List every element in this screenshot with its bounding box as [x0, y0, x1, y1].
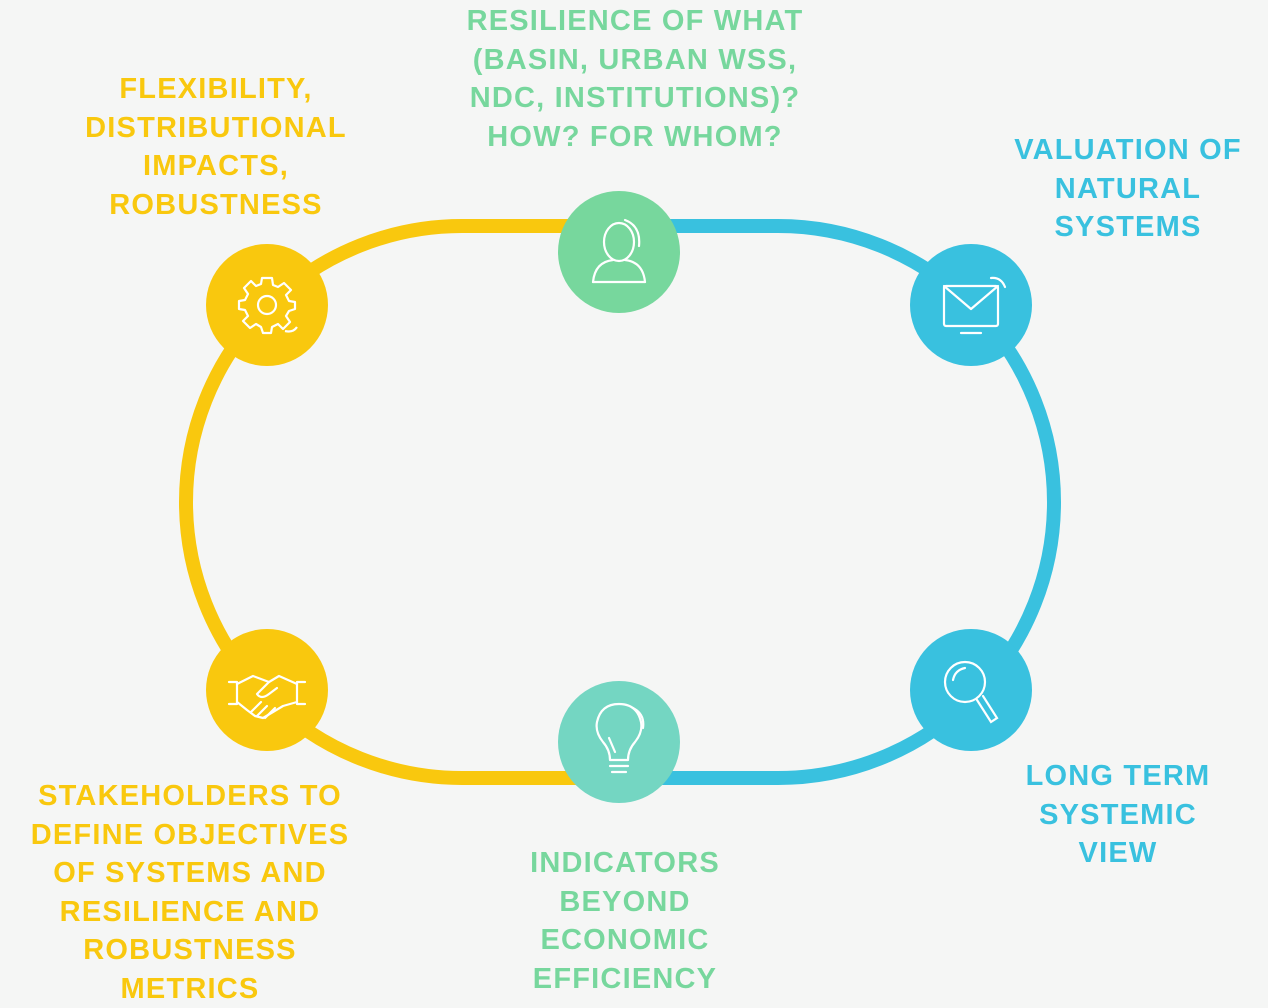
- label-line: (BASIN, URBAN WSS,: [420, 41, 850, 80]
- label-line: ROBUSTNESS: [48, 186, 384, 225]
- label-line: FLEXIBILITY,: [48, 70, 384, 109]
- node-indicators: [558, 681, 680, 803]
- label-line: VIEW: [998, 834, 1238, 873]
- label-line: SYSTEMIC: [998, 796, 1238, 835]
- label-flexibility: FLEXIBILITY, DISTRIBUTIONAL IMPACTS, ROB…: [48, 70, 384, 224]
- label-line: DISTRIBUTIONAL: [48, 109, 384, 148]
- label-line: METRICS: [6, 970, 374, 1008]
- label-line: ROBUSTNESS: [6, 931, 374, 970]
- label-line: BEYOND: [494, 883, 756, 922]
- label-line: LONG TERM: [998, 757, 1238, 796]
- node-resilience: [558, 191, 680, 313]
- label-line: RESILIENCE OF WHAT: [420, 2, 850, 41]
- node-flexibility: [206, 244, 328, 366]
- label-line: STAKEHOLDERS TO: [6, 777, 374, 816]
- label-line: NATURAL: [996, 170, 1260, 209]
- label-valuation: VALUATION OF NATURAL SYSTEMS: [996, 131, 1260, 247]
- node-long-term: [910, 629, 1032, 751]
- label-line: DEFINE OBJECTIVES: [6, 816, 374, 855]
- label-line: SYSTEMS: [996, 208, 1260, 247]
- label-line: IMPACTS,: [48, 147, 384, 186]
- label-long-term: LONG TERM SYSTEMIC VIEW: [998, 757, 1238, 873]
- label-line: RESILIENCE AND: [6, 893, 374, 932]
- node-valuation: [910, 244, 1032, 366]
- label-line: INDICATORS: [494, 844, 756, 883]
- label-line: ECONOMIC: [494, 921, 756, 960]
- label-stakeholders: STAKEHOLDERS TO DEFINE OBJECTIVES OF SYS…: [6, 777, 374, 1008]
- label-line: OF SYSTEMS AND: [6, 854, 374, 893]
- label-line: NDC, INSTITUTIONS)?: [420, 79, 850, 118]
- label-line: VALUATION OF: [996, 131, 1260, 170]
- label-resilience: RESILIENCE OF WHAT (BASIN, URBAN WSS, ND…: [420, 2, 850, 156]
- label-indicators: INDICATORS BEYOND ECONOMIC EFFICIENCY: [494, 844, 756, 998]
- label-line: EFFICIENCY: [494, 960, 756, 999]
- label-line: HOW? FOR WHOM?: [420, 118, 850, 157]
- node-stakeholders: [206, 629, 328, 751]
